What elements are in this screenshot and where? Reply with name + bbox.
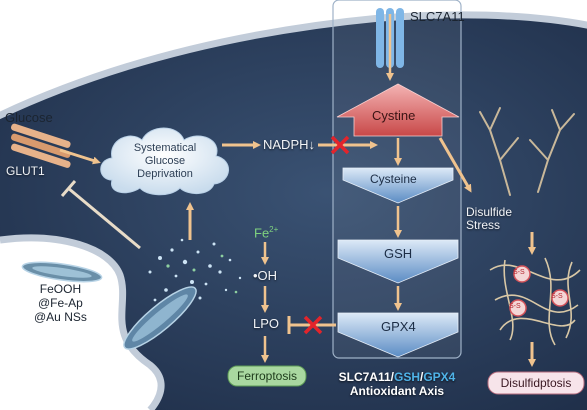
gpx4-arrow	[337, 312, 459, 358]
cell-membrane	[0, 11, 587, 120]
nadph-label: NADPH↓	[263, 137, 316, 152]
glut1-transporter-icon	[11, 123, 71, 168]
lpo-label: LPO	[253, 316, 280, 331]
hydroxyl-radical-label: •OH	[253, 268, 278, 283]
cystine-label: Cystine	[372, 108, 416, 123]
gpx4-inhibit-x-icon	[303, 315, 323, 335]
ss-bond-label-3: S-S	[509, 303, 521, 310]
tangled-actin-icon	[489, 257, 581, 346]
ss-bond-label-1: S-S	[513, 269, 525, 276]
cystine-arrow	[336, 83, 460, 137]
ferroptosis-label: Ferroptosis	[236, 369, 298, 383]
antioxidant-axis-title: SLC7A11/GSH/GPX4 Antioxidant Axis	[338, 370, 456, 398]
slc7a11-label: SLC7A11	[410, 9, 465, 24]
nanoparticle-outside-icon	[21, 261, 103, 283]
gpx4-label: GPX4	[381, 319, 416, 334]
cysteine-label: Cysteine	[370, 172, 417, 186]
fe2-label: Fe2+	[254, 225, 279, 241]
nanoparticle-dots	[148, 238, 242, 302]
glut1-label: GLUT1	[6, 164, 45, 178]
glucose-deprivation-cloud	[100, 127, 229, 196]
disulfidptosis-label: Disulfidptosis	[500, 376, 572, 390]
cysteine-arrow	[342, 167, 454, 204]
ferroptosis-box	[227, 365, 307, 387]
actin-filament-icon	[479, 107, 575, 196]
nanostructure-rod-icon	[123, 286, 197, 350]
disulfide-stress-label: Disulfide Stress	[466, 205, 513, 232]
glucose-label: Glucose	[5, 110, 53, 125]
ss-bond-label-2: S-S	[551, 293, 563, 300]
nanostructure-label: FeOOH @Fe-Ap @Au NSs	[34, 282, 87, 324]
down-arrow-icon: ↓	[308, 137, 316, 152]
gsh-label: GSH	[384, 246, 413, 261]
slc7a11-transporter-icon	[376, 8, 404, 81]
nadph-inhibit-x-icon	[330, 135, 350, 155]
disulfide-bond-icons	[509, 265, 569, 317]
gsh-arrow	[337, 239, 459, 284]
disulfidptosis-box	[487, 371, 585, 395]
glucose-deprivation-label: Systematical Glucose Deprivation	[133, 142, 197, 180]
